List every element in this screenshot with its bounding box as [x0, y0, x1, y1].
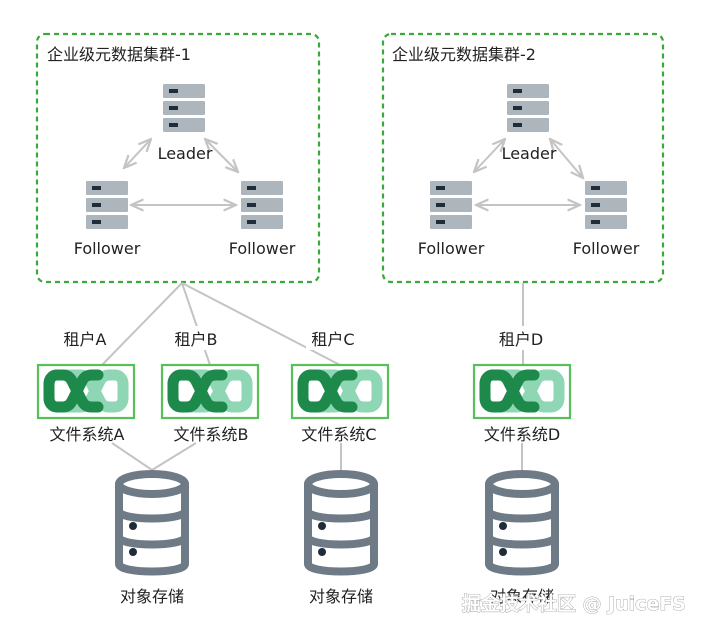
tenant-a-label: 租户A — [64, 330, 107, 349]
tenant-labels: 租户A 租户B 租户C 租户D — [58, 326, 548, 350]
tenant-d-label: 租户D — [499, 330, 543, 349]
cluster-2-border — [381, 32, 665, 284]
cluster-2-follower-right-label: Follower — [573, 239, 640, 258]
storage-3-label: 对象存储 — [490, 587, 554, 606]
fs-b-label: 文件系统B — [174, 425, 249, 444]
connector-tenant-b — [181, 282, 211, 366]
cluster-2-leader-right-link — [550, 139, 583, 178]
cluster-1-follower-right-server-icon — [241, 181, 283, 229]
watermark: 掘金技术社区 @ JuiceFS — [462, 592, 686, 615]
storage-1-database-icon — [119, 474, 185, 572]
cluster-1-follower-left-server-icon — [86, 181, 128, 229]
fs-d-label: 文件系统D — [484, 425, 560, 444]
tenant-b-label: 租户B — [175, 330, 218, 349]
cluster-1-leader-right-link — [205, 139, 238, 172]
connector-fs-a-storage — [111, 442, 153, 471]
storage-2-database-icon — [308, 474, 374, 572]
cluster-2-follower-left-label: Follower — [418, 239, 485, 258]
file-systems: 文件系统A 文件系统B 文件系统C 文件系统D — [36, 363, 572, 444]
connector-tenant-a — [101, 282, 183, 366]
connector-tenant-c — [181, 282, 341, 366]
cluster-2-title: 企业级元数据集群-2 — [392, 45, 536, 64]
storage-2-label: 对象存储 — [309, 587, 373, 606]
fs-a-label: 文件系统A — [50, 425, 125, 444]
fs-storage-connectors — [111, 442, 523, 471]
object-storage: 对象存储 对象存储 对象存储 — [119, 474, 555, 606]
metadata-cluster-2: 企业级元数据集群-2 Leader Follower Follower — [381, 32, 665, 284]
metadata-cluster-1: 企业级元数据集群-1 Leader Follower Follower — [35, 32, 321, 284]
cluster-2-leader-server-icon — [507, 84, 549, 132]
cluster-tenant-connectors — [101, 282, 524, 366]
cluster-2-follower-right-server-icon — [585, 181, 627, 229]
fs-c-label: 文件系统C — [301, 425, 376, 444]
cluster-1-title: 企业级元数据集群-1 — [47, 45, 191, 64]
cluster-2-follower-left-server-icon — [430, 181, 472, 229]
cluster-2-leader-label: Leader — [502, 144, 557, 163]
connector-fs-b-storage — [151, 442, 197, 471]
storage-1-label: 对象存储 — [120, 587, 184, 606]
cluster-2-leader-left-link — [474, 139, 505, 172]
cluster-1-follower-right-label: Follower — [229, 239, 296, 258]
cluster-1-follower-left-label: Follower — [74, 239, 141, 258]
tenant-c-label: 租户C — [311, 330, 354, 349]
storage-3-database-icon — [489, 474, 555, 572]
cluster-1-leader-left-link — [124, 139, 151, 168]
cluster-1-leader-label: Leader — [158, 144, 213, 163]
cluster-1-leader-server-icon — [163, 84, 205, 132]
